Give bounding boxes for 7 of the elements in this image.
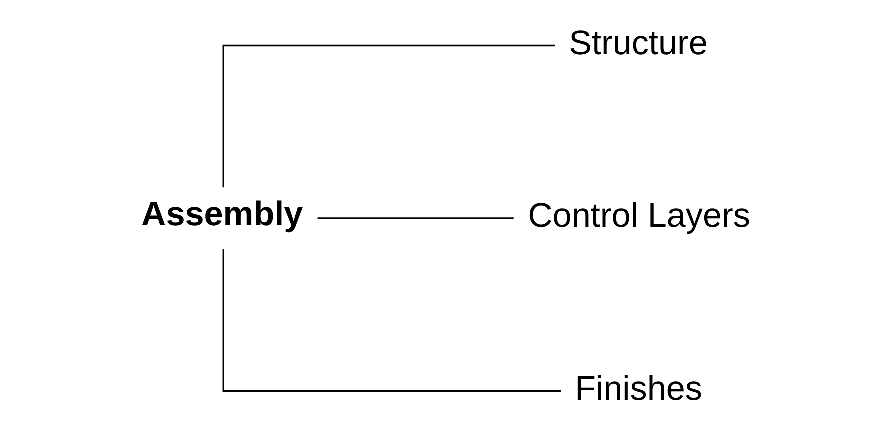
- node-text: Control Layers: [528, 197, 751, 236]
- connector: [222, 249, 562, 392]
- node-text: Assembly: [142, 195, 304, 234]
- connector: [318, 218, 514, 220]
- node-text: Structure: [569, 24, 708, 62]
- node-text: Finishes: [575, 370, 703, 408]
- connector: [222, 44, 556, 188]
